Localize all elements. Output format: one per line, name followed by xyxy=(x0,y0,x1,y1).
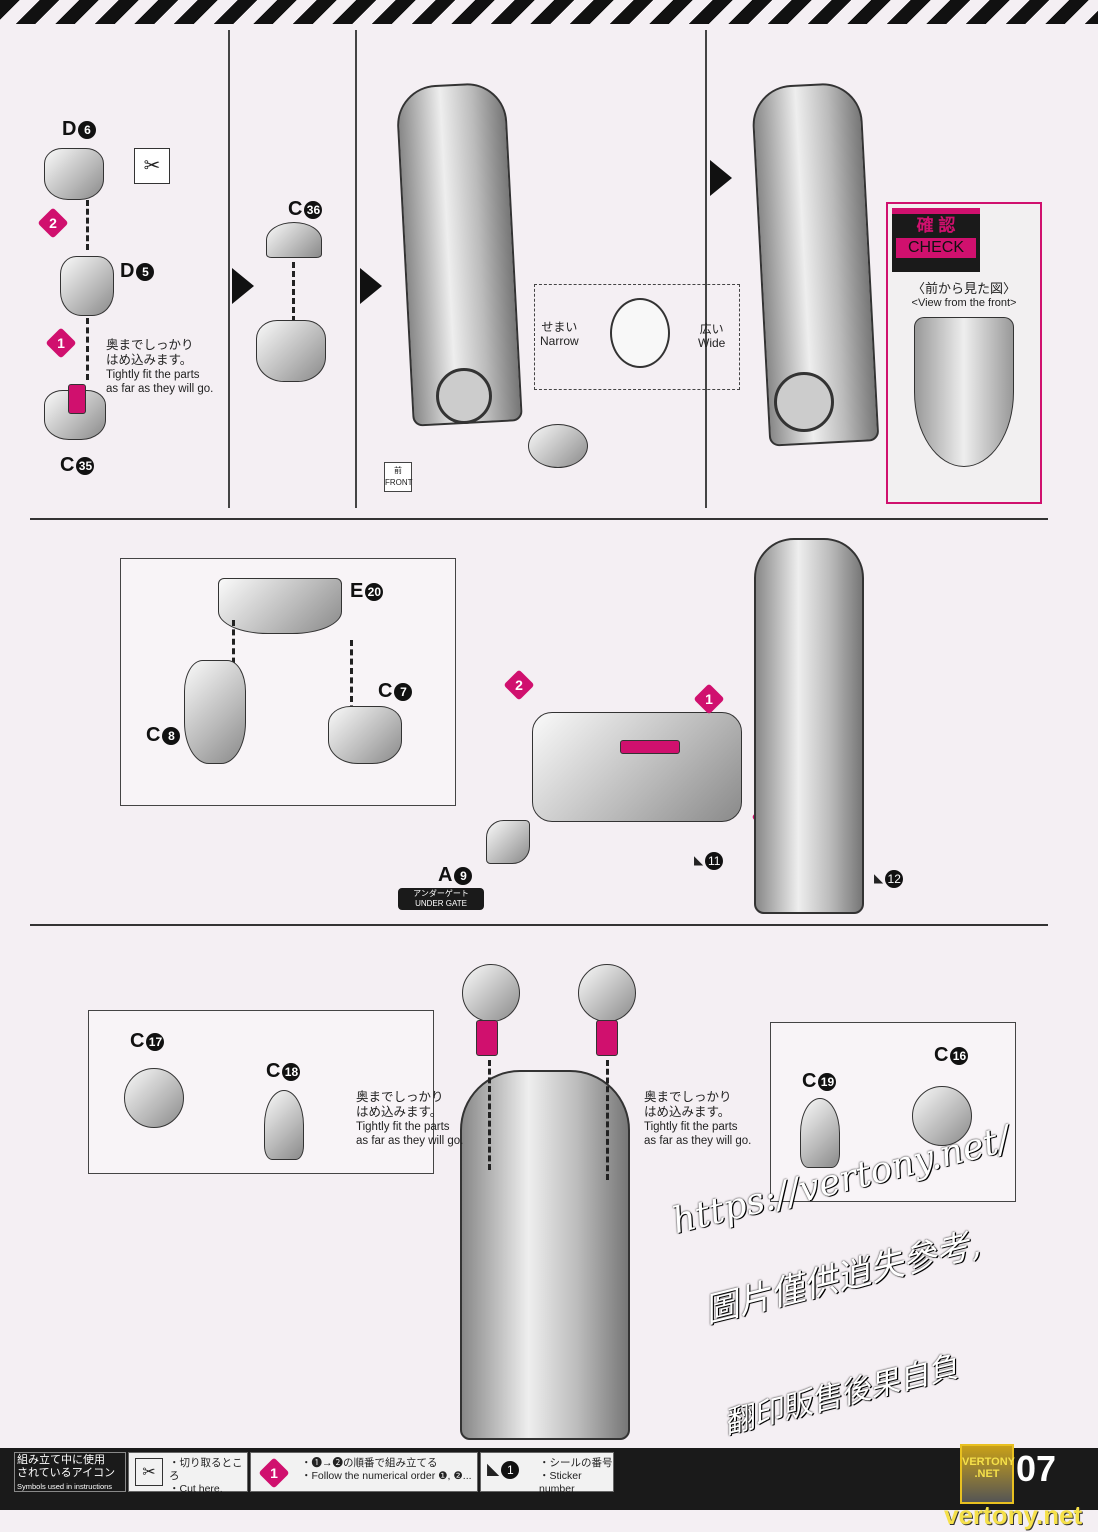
dashed-arrow xyxy=(606,1060,609,1180)
part-c19 xyxy=(800,1098,840,1168)
divider xyxy=(228,30,230,508)
peg xyxy=(476,1020,498,1056)
ankle-joint xyxy=(774,372,834,432)
order-badge: 2 xyxy=(37,207,69,239)
legend-order: 1・❶→❷の順番で組み立てる・Follow the numerical orde… xyxy=(250,1452,478,1492)
divider xyxy=(355,30,357,508)
hazard-stripe-header xyxy=(0,0,1098,24)
part-c17 xyxy=(124,1068,184,1128)
check-box: 確 認 CHECK 〈前から見た図〉 <View from the front> xyxy=(886,202,1042,504)
divider xyxy=(705,30,707,508)
peg xyxy=(68,384,86,414)
part-e20 xyxy=(218,578,342,634)
page-number: 07 xyxy=(1016,1448,1057,1489)
sticker-icon: ◣1 xyxy=(487,1461,520,1479)
ball-joint-left xyxy=(462,964,520,1022)
leg-frame xyxy=(754,538,864,914)
check-badge: 確 認 CHECK xyxy=(892,208,980,272)
divider xyxy=(30,518,1048,520)
dashed-arrow xyxy=(86,318,89,380)
peg xyxy=(596,1020,618,1056)
legend-cut: ✂・切り取るところ・Cut here. xyxy=(128,1452,248,1495)
watermark-logo: VERTONY .NET xyxy=(960,1444,1015,1504)
part-c8 xyxy=(184,660,246,764)
watermark-site: vertony.net xyxy=(944,1500,1083,1530)
sticker-12: ◣12 xyxy=(874,870,904,888)
watermark-line3: 翻印販售後果自負 xyxy=(720,1349,962,1442)
part-d6 xyxy=(44,148,104,200)
part-d5 xyxy=(60,256,114,316)
watermark-line2: 圖片僅供逍失參考, xyxy=(700,1224,985,1332)
part-assembly xyxy=(256,320,326,382)
step-arrow xyxy=(710,160,732,196)
part-c16 xyxy=(912,1086,972,1146)
nipper-icon: ✂ xyxy=(134,148,170,184)
ankle-part xyxy=(528,424,588,468)
view-title-en: <View from the front> xyxy=(911,297,1017,309)
part-c36 xyxy=(266,222,322,258)
order-badge: 1 xyxy=(693,683,725,715)
sticker-11: ◣11 xyxy=(694,852,724,870)
step-arrow xyxy=(232,268,254,304)
torso-frame xyxy=(460,1070,630,1440)
detail-box xyxy=(534,284,740,390)
dashed-arrow xyxy=(350,640,353,730)
part-c18 xyxy=(264,1090,304,1160)
dashed-arrow xyxy=(488,1060,491,1170)
dashed-arrow xyxy=(86,200,89,250)
step-arrow xyxy=(360,268,382,304)
order-icon: 1 xyxy=(258,1457,290,1489)
peg xyxy=(620,740,680,754)
legend-sticker: ◣1・シールの番号・Sticker number xyxy=(480,1452,614,1495)
part-c7 xyxy=(328,706,402,764)
ball-joint-right xyxy=(578,964,636,1022)
nipper-icon: ✂ xyxy=(135,1458,163,1486)
divider xyxy=(30,924,1048,926)
dashed-arrow xyxy=(292,262,295,322)
waist-armor-part xyxy=(532,712,742,822)
front-view-drawing xyxy=(914,317,1014,467)
view-title-ja: 〈前から見た図〉 xyxy=(911,281,1016,296)
order-badge: 1 xyxy=(45,327,77,359)
order-badge: 2 xyxy=(503,669,535,701)
socket-detail xyxy=(610,298,670,368)
part-a9 xyxy=(486,820,530,864)
ankle-socket xyxy=(436,368,492,424)
